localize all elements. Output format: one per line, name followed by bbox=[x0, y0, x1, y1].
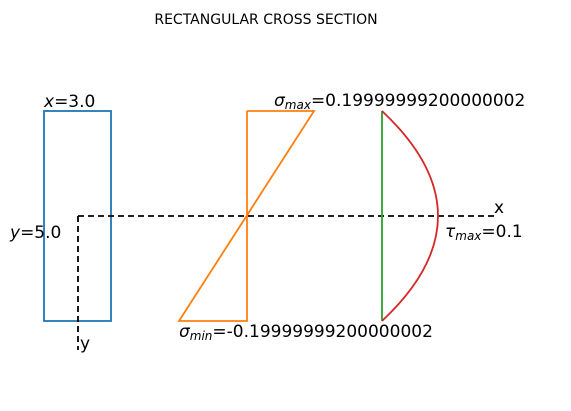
shear-stress-curve bbox=[381, 110, 439, 322]
sigma-min-symbol: σ bbox=[179, 322, 191, 342]
tau-max-value: =0.1 bbox=[481, 222, 522, 242]
width-value: =3.0 bbox=[54, 92, 95, 112]
diagram-title: RECTANGULAR CROSS SECTION bbox=[154, 12, 377, 28]
sigma-max-subscript: max bbox=[285, 98, 312, 112]
height-var: y bbox=[9, 223, 21, 243]
normal-stress-distribution bbox=[177, 110, 316, 322]
y-axis-label: y bbox=[80, 334, 90, 354]
height-label: y=5.0 bbox=[9, 223, 61, 243]
height-value: =5.0 bbox=[20, 223, 61, 243]
tau-max-symbol: τ bbox=[445, 222, 456, 242]
sigma-min-value: =-0.19999999200000002 bbox=[212, 322, 432, 342]
sigma-min-label: σmin=-0.19999999200000002 bbox=[179, 322, 433, 343]
width-label: x=3.0 bbox=[43, 92, 95, 112]
sigma-min-subscript: min bbox=[190, 329, 213, 343]
width-var: x bbox=[43, 92, 55, 112]
tau-max-label: τmax=0.1 bbox=[445, 222, 523, 243]
sigma-max-symbol: σ bbox=[274, 91, 286, 111]
x-axis-label: x bbox=[494, 198, 504, 218]
sigma-max-value: =0.19999999200000002 bbox=[311, 91, 525, 111]
sigma-max-label: σmax=0.19999999200000002 bbox=[274, 91, 525, 112]
tau-max-subscript: max bbox=[455, 229, 482, 243]
